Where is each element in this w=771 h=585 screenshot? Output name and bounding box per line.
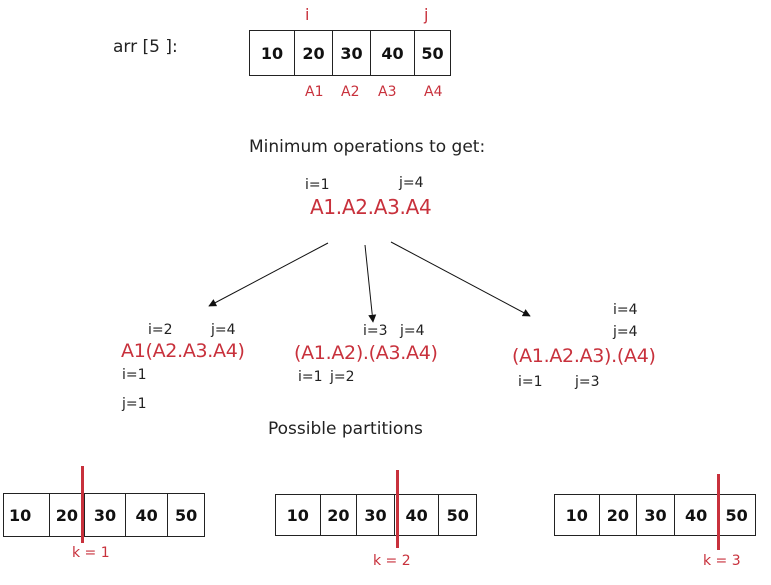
matrix-label-a1: A1 (305, 84, 324, 100)
k-label-3: k = 3 (703, 553, 741, 569)
arrow-left (208, 242, 329, 307)
matrix-label-a3: A3 (378, 84, 397, 100)
matrix-label-a4: A4 (424, 84, 443, 100)
split1-left-i: i=1 (122, 367, 147, 383)
split1-right-j: j=4 (211, 322, 236, 338)
array-cell: 10 (260, 43, 284, 63)
split3-expression: (A1.A2.A3).(A4) (512, 345, 656, 367)
array-cell: 50 (717, 495, 755, 535)
pointer-i: i (305, 5, 310, 24)
arrow-right (390, 241, 531, 317)
array-cell: 40 (124, 494, 168, 536)
top-array: 10 20 30 40 50 (249, 30, 451, 76)
array-cell: 50 (438, 495, 476, 535)
goal-heading: Minimum operations to get: (249, 137, 486, 157)
partition-divider-2 (396, 470, 399, 548)
split2-left-j: j=2 (330, 369, 355, 385)
goal-j-label: j=4 (399, 175, 424, 191)
array-cell: 30 (84, 494, 125, 536)
partition-divider-1 (81, 466, 84, 543)
partition-array-3: 10 20 30 40 50 (554, 494, 756, 536)
matrix-label-a2: A2 (341, 84, 360, 100)
partition-array-2: 10 20 30 40 50 (275, 494, 477, 536)
array-cell: 30 (332, 31, 370, 75)
array-cell: 40 (393, 495, 439, 535)
split2-right-i: i=3 (363, 323, 388, 339)
split2-left-i: i=1 (298, 369, 323, 385)
array-label: arr [5 ]: (113, 37, 178, 57)
k-label-2: k = 2 (373, 553, 411, 569)
array-cell: 50 (167, 494, 204, 536)
array-cell: 20 (294, 31, 332, 75)
arrow-middle (364, 244, 377, 323)
array-cell: 50 (414, 31, 450, 75)
pointer-j: j (424, 5, 429, 24)
array-cell: 40 (370, 31, 414, 75)
goal-i-label: i=1 (305, 177, 330, 193)
split1-right-i: i=2 (148, 322, 173, 338)
split3-right-j: j=4 (613, 324, 638, 340)
goal-expression: A1.A2.A3.A4 (310, 195, 432, 219)
array-cell: 10 (286, 505, 309, 525)
split2-expression: (A1.A2).(A3.A4) (294, 342, 438, 364)
array-cell: 20 (319, 495, 357, 535)
array-cell: 30 (356, 495, 394, 535)
array-cell: 20 (48, 494, 85, 536)
partition-array-1: 10 20 30 40 50 (3, 493, 205, 537)
split3-left-i: i=1 (518, 374, 543, 390)
split3-left-j: j=3 (575, 374, 600, 390)
k-label-1: k = 1 (72, 545, 110, 561)
split2-right-j: j=4 (400, 323, 425, 339)
split1-left-j: j=1 (122, 396, 147, 412)
array-cell: 10 (9, 505, 32, 525)
partitions-heading: Possible partitions (268, 419, 423, 439)
array-cell: 20 (598, 495, 637, 535)
array-cell: 10 (565, 505, 588, 525)
partition-divider-3 (717, 474, 720, 550)
array-cell: 30 (636, 495, 674, 535)
split1-expression: A1(A2.A3.A4) (121, 340, 245, 362)
split3-right-i: i=4 (613, 302, 638, 318)
array-cell: 40 (673, 495, 718, 535)
